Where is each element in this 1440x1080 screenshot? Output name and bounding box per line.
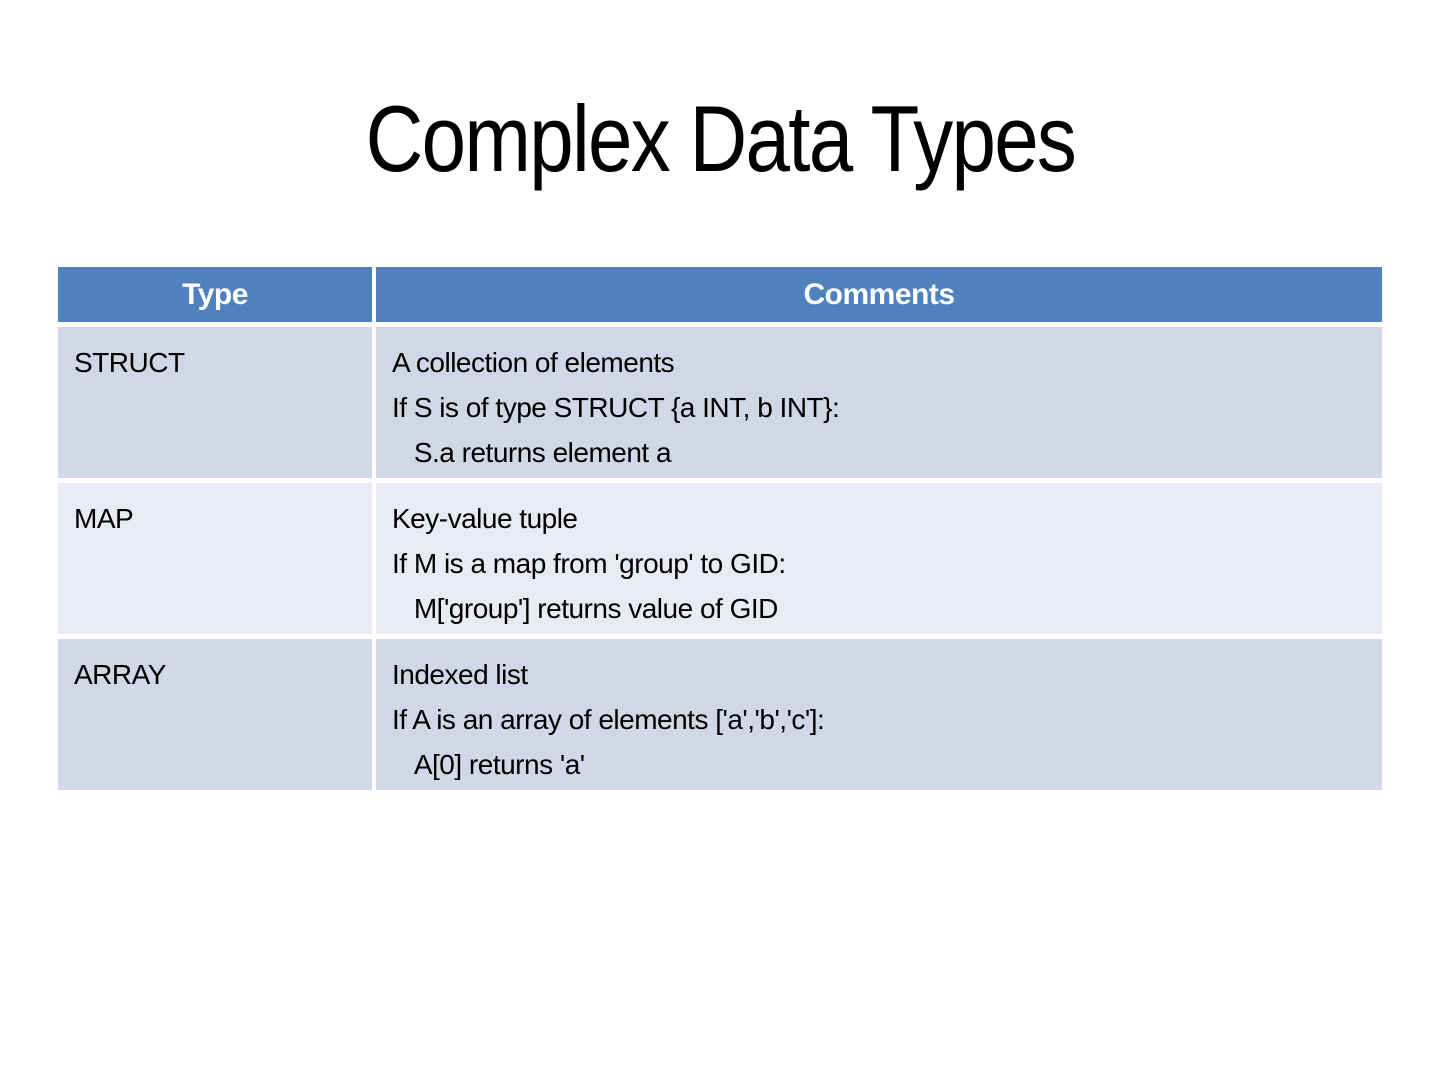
slide-title-text: Complex Data Types — [365, 86, 1076, 191]
data-types-table: Type Comments STRUCT A collection of ele… — [58, 267, 1382, 790]
table-row-struct: STRUCT A collection of elements If S is … — [58, 327, 1382, 478]
comments-cell: Indexed list If A is an array of element… — [376, 639, 1382, 790]
type-cell: ARRAY — [58, 639, 372, 790]
column-header-type: Type — [58, 267, 372, 322]
column-header-comments: Comments — [376, 267, 1382, 322]
type-cell: STRUCT — [58, 327, 372, 478]
slide-title: Complex Data Types — [0, 86, 1440, 191]
comments-cell: A collection of elements If S is of type… — [376, 327, 1382, 478]
type-cell: MAP — [58, 483, 372, 634]
comments-cell: Key-value tuple If M is a map from 'grou… — [376, 483, 1382, 634]
table-row-array: ARRAY Indexed list If A is an array of e… — [58, 639, 1382, 790]
table-header-row: Type Comments — [58, 267, 1382, 322]
table-row-map: MAP Key-value tuple If M is a map from '… — [58, 483, 1382, 634]
